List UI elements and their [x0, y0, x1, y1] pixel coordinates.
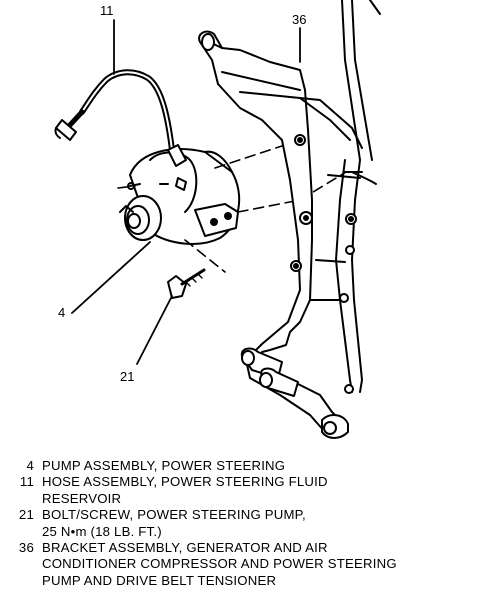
legend-number: 21: [18, 507, 34, 523]
hose-assembly: [54, 69, 175, 153]
legend-item: 36 BRACKET ASSEMBLY, GENERATOR AND AIR C…: [6, 540, 476, 589]
callout-21: 21: [120, 369, 135, 384]
callout-4: 4: [58, 305, 66, 320]
legend-item: 11 HOSE ASSEMBLY, POWER STEERING FLUID R…: [6, 474, 476, 507]
legend-description: HOSE ASSEMBLY, POWER STEERING FLUID RESE…: [42, 474, 328, 506]
legend-item: 21 BOLT/SCREW, POWER STEERING PUMP, 25 N…: [6, 507, 476, 540]
pump-assembly: [119, 144, 241, 245]
exploded-view-diagram: [54, 0, 381, 439]
legend-item: 4 PUMP ASSEMBLY, POWER STEERING: [6, 458, 476, 474]
legend-description: BRACKET ASSEMBLY, GENERATOR AND AIR COND…: [42, 540, 397, 588]
callout-36: 36: [292, 12, 307, 27]
leader-lines: [71, 19, 301, 365]
legend-description: PUMP ASSEMBLY, POWER STEERING: [42, 458, 286, 473]
legend-description: BOLT/SCREW, POWER STEERING PUMP, 25 N•m …: [42, 507, 306, 539]
legend-number: 11: [19, 474, 34, 490]
callout-11: 11: [100, 3, 114, 18]
legend-number: 4: [26, 458, 34, 473]
bolt-screw: [167, 268, 206, 299]
parts-legend: 4 PUMP ASSEMBLY, POWER STEERING 11 HOSE …: [6, 458, 476, 589]
bracket-assembly: [198, 0, 381, 439]
legend-number: 36: [18, 540, 34, 556]
